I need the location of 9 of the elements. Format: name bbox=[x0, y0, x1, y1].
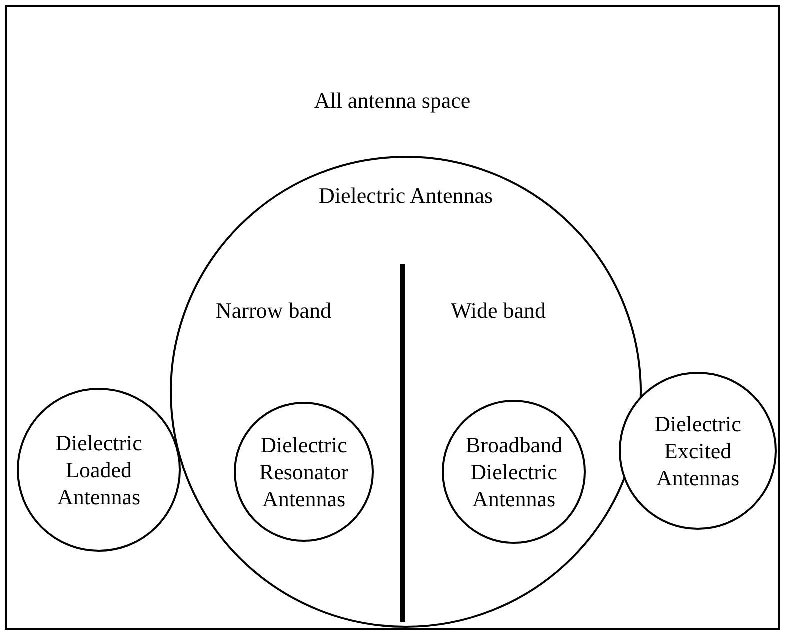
frame-box bbox=[5, 5, 780, 630]
circle-label: Broadband Dielectric Antennas bbox=[465, 432, 564, 512]
band-label: Wide band bbox=[451, 298, 546, 324]
region-title: All antenna space bbox=[313, 87, 472, 114]
circle-label: Dielectric Excited Antennas bbox=[654, 410, 742, 492]
band-label: Narrow band bbox=[216, 298, 332, 324]
circle-label: Dielectric Loaded Antennas bbox=[54, 430, 144, 510]
region-title: Dielectric Antennas bbox=[318, 182, 494, 209]
circle-label: Dielectric Resonator Antennas bbox=[258, 432, 350, 512]
